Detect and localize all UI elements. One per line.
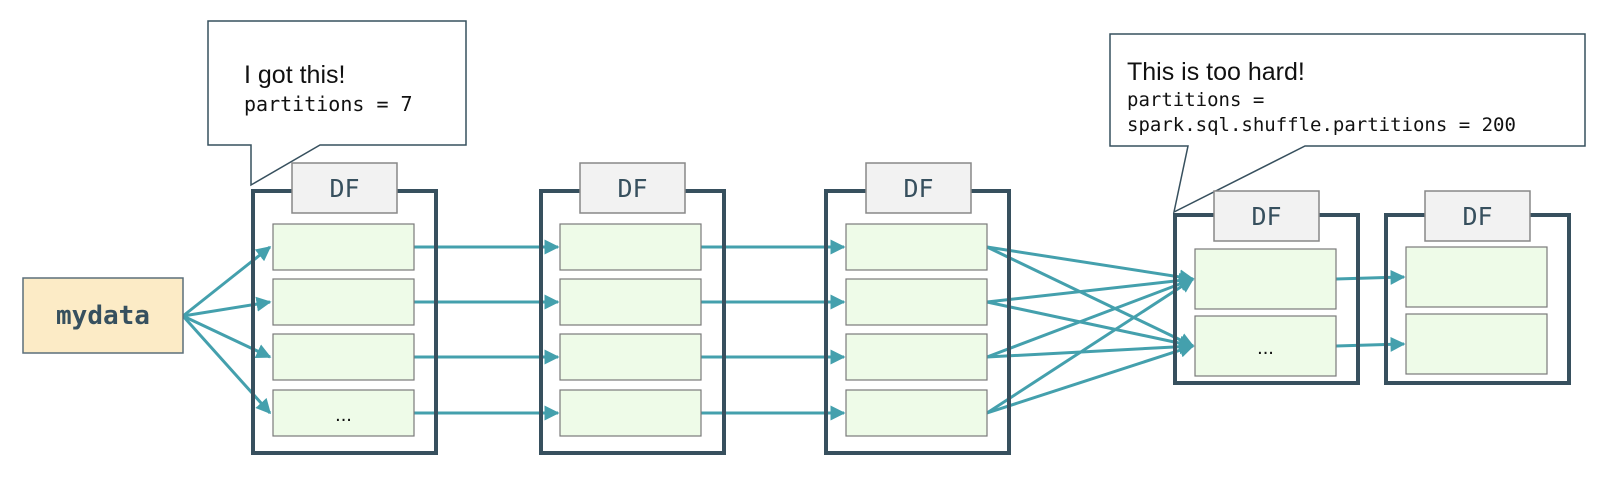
partition-box bbox=[272, 333, 415, 381]
flow-arrow bbox=[986, 277, 1195, 415]
partition-box bbox=[272, 223, 415, 271]
dataframe-2-label: DF bbox=[617, 174, 647, 203]
flow-arrow bbox=[986, 245, 1195, 285]
source-box bbox=[22, 277, 184, 354]
partition-box bbox=[845, 278, 988, 326]
partition-box bbox=[1405, 246, 1548, 308]
partition-ellipsis: ... bbox=[1257, 337, 1274, 359]
flow-arrow bbox=[181, 314, 272, 415]
partition-box bbox=[559, 278, 702, 326]
partition-box bbox=[845, 333, 988, 381]
dataframe-1: DF ... bbox=[251, 162, 438, 455]
callout-2-bubble bbox=[1109, 33, 1586, 214]
callout-2-title: This is too hard! bbox=[1127, 58, 1305, 86]
dataframe-4-tab bbox=[1213, 190, 1320, 242]
dataframe-3-label: DF bbox=[903, 174, 933, 203]
flow-arrow bbox=[1335, 336, 1406, 352]
partition-box bbox=[1194, 315, 1337, 377]
partition-box bbox=[1405, 313, 1548, 375]
dataframe-5-tab bbox=[1424, 190, 1531, 242]
dataframe-3: DF bbox=[824, 162, 1011, 455]
dataframe-2: DF bbox=[539, 162, 726, 455]
partition-box bbox=[845, 223, 988, 271]
dataframe-1-tab bbox=[291, 162, 398, 214]
flow-arrow bbox=[182, 314, 272, 359]
callout-2: This is too hard! partitions = spark.sql… bbox=[1109, 33, 1586, 214]
flow-arrow bbox=[1335, 269, 1406, 285]
dataframe-4-label: DF bbox=[1251, 202, 1281, 231]
flow-arrow bbox=[986, 339, 1195, 359]
partition-box bbox=[845, 389, 988, 437]
callout-1-bubble bbox=[207, 20, 467, 187]
dataframe-5: DF bbox=[1384, 190, 1571, 385]
partition-box bbox=[272, 389, 415, 437]
flow-arrow bbox=[986, 300, 1195, 351]
callout-1: I got this! partitions = 7 bbox=[207, 20, 467, 187]
partition-box bbox=[559, 389, 702, 437]
callout-1-line-1: partitions = 7 bbox=[244, 92, 413, 116]
flow-arrow bbox=[986, 245, 1195, 348]
partition-box bbox=[559, 223, 702, 271]
callout-1-title: I got this! bbox=[244, 61, 345, 89]
source-label: mydata bbox=[56, 301, 150, 331]
partition-box bbox=[1194, 248, 1337, 310]
callout-2-line-1: partitions = bbox=[1127, 89, 1264, 111]
partition-box bbox=[559, 333, 702, 381]
dataframe-2-tab bbox=[579, 162, 686, 214]
dataframe-1-label: DF bbox=[329, 174, 359, 203]
dataframe-4: DF ... bbox=[1173, 190, 1360, 385]
source-node: mydata bbox=[22, 277, 184, 354]
flow-arrow bbox=[986, 343, 1195, 415]
dataframe-5-label: DF bbox=[1462, 202, 1492, 231]
flow-arrow bbox=[986, 273, 1195, 304]
partition-ellipsis: ... bbox=[335, 404, 352, 426]
dataframe-3-tab bbox=[865, 162, 972, 214]
flow-arrow bbox=[182, 296, 272, 318]
partition-box bbox=[272, 278, 415, 326]
flow-arrow bbox=[986, 276, 1195, 359]
flow-arrow bbox=[182, 245, 272, 318]
callout-2-line-2: spark.sql.shuffle.partitions = 200 bbox=[1127, 114, 1516, 136]
